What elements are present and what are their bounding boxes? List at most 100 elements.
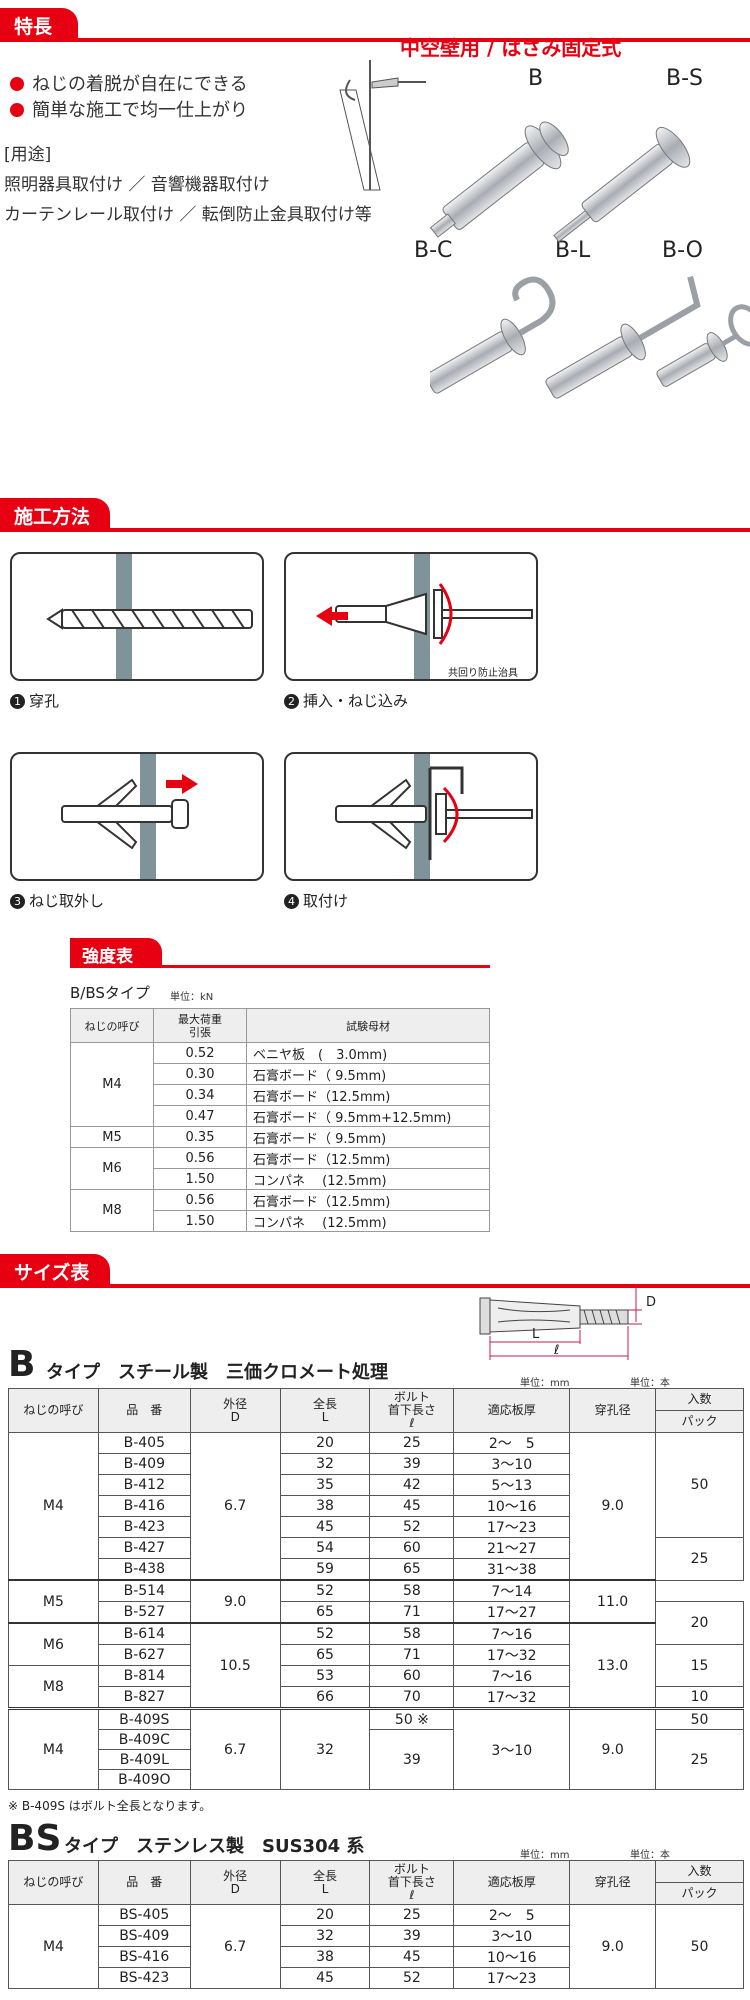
- b-col-hole: 穿孔径: [569, 1388, 657, 1433]
- method-header: 施工方法: [0, 498, 750, 532]
- part-number-cell: BS-416: [97, 1946, 191, 1968]
- part-number-cell: B-423: [97, 1516, 191, 1538]
- strength-material-cell: 石膏ボード（ 9.5mm): [246, 1063, 490, 1085]
- part-number-cell: BS-423: [97, 1967, 191, 1989]
- b-col-board: 適応板厚: [453, 1388, 571, 1433]
- board-cell: 2～ 5: [453, 1432, 571, 1454]
- length-cell: 45: [279, 1516, 371, 1538]
- product-title: 中空壁用 / はさみ固定式: [400, 36, 622, 60]
- strength-material-cell: 石膏ボード（12.5mm): [246, 1189, 490, 1211]
- wall-install-illustration: [339, 60, 426, 191]
- length-cell: 35: [279, 1474, 371, 1496]
- strength-load-cell: 0.56: [153, 1189, 247, 1211]
- length-cell: 32: [279, 1453, 371, 1475]
- dimension-diagram: D L ℓ: [479, 1284, 656, 1360]
- length-cell: 59: [279, 1558, 371, 1581]
- board-cell: 2～ 5: [453, 1904, 571, 1926]
- strength-material-cell: 石膏ボード（12.5mm): [246, 1147, 490, 1169]
- strength-load-cell: 0.34: [153, 1084, 247, 1106]
- product-label-bs: B-S: [666, 66, 703, 91]
- length-cell: 32: [279, 1925, 371, 1947]
- bs-col-part: 品 番: [97, 1860, 191, 1905]
- board-cell: 17～23: [453, 1516, 571, 1538]
- strength-screw-cell: M4: [70, 1042, 154, 1127]
- bs-col-pack: パック: [655, 1882, 744, 1905]
- board-cell: 10～16: [453, 1946, 571, 1968]
- screw-cell: M4: [8, 1432, 99, 1581]
- part-number-cell: B-409C: [97, 1729, 191, 1750]
- part-number-cell: B-409S: [97, 1707, 191, 1730]
- bolt-length-cell: 25: [369, 1432, 455, 1454]
- b-unit-pcs: 単位：本: [630, 1378, 670, 1389]
- board-cell: 7～16: [453, 1665, 571, 1687]
- b-col-pack: パック: [655, 1410, 744, 1433]
- board-cell: 5～13: [453, 1474, 571, 1496]
- board-cell: 17～27: [453, 1601, 571, 1624]
- usage-header: [用途]: [4, 145, 52, 165]
- features-label: 特長: [14, 16, 53, 38]
- bolt-length-cell: 39: [369, 1925, 455, 1947]
- hole-cell: 13.0: [569, 1622, 657, 1709]
- part-number-cell: B-514: [97, 1579, 191, 1602]
- size-header: サイズ表: [0, 1254, 750, 1288]
- qty-cell: 50: [655, 1904, 744, 1989]
- board-cell: 3～10: [453, 1707, 571, 1790]
- qty-cell: 25: [655, 1729, 744, 1790]
- part-number-cell: B-438: [97, 1558, 191, 1581]
- hole-cell: 9.0: [569, 1432, 657, 1581]
- bs-col-qty: 入数: [655, 1860, 744, 1883]
- strength-screw-cell: M5: [70, 1126, 154, 1148]
- size-label: サイズ表: [14, 1262, 90, 1284]
- length-cell: 65: [279, 1601, 371, 1624]
- bs-type-title: タイプ ステンレス製 SUS304 系: [64, 1836, 365, 1857]
- part-number-cell: B-814: [97, 1665, 191, 1687]
- strength-col-material: 試験母材: [246, 1008, 490, 1043]
- board-cell: 31～38: [453, 1558, 571, 1581]
- dim-label-d: D: [646, 1295, 656, 1310]
- od-cell: 9.0: [189, 1579, 281, 1624]
- tool-label: 共回り防止治具: [448, 668, 518, 679]
- length-cell: 66: [279, 1686, 371, 1709]
- screw-cell: M4: [8, 1707, 99, 1790]
- strength-unit: 単位：kN: [170, 992, 214, 1003]
- board-cell: 17～23: [453, 1967, 571, 1989]
- qty-cell: 25: [655, 1537, 744, 1581]
- part-number-cell: B-614: [97, 1622, 191, 1645]
- product-label-bo: B-O: [662, 238, 703, 263]
- part-number-cell: B-405: [97, 1432, 191, 1454]
- part-number-cell: BS-405: [97, 1904, 191, 1926]
- strength-header: 強度表: [70, 938, 490, 968]
- bolt-length-cell: 45: [369, 1946, 455, 1968]
- strength-material-cell: ベニヤ板 ( 3.0mm): [246, 1042, 490, 1064]
- strength-load-cell: 1.50: [153, 1210, 247, 1232]
- length-cell: 53: [279, 1665, 371, 1687]
- step-3-illustration: [10, 752, 264, 881]
- bolt-length-cell: 60: [369, 1665, 455, 1687]
- strength-load-cell: 0.35: [153, 1126, 247, 1148]
- part-number-cell: B-527: [97, 1601, 191, 1624]
- product-label-b: B: [528, 66, 544, 91]
- part-number-cell: B-627: [97, 1644, 191, 1666]
- product-label-bl: B-L: [555, 238, 591, 263]
- dim-label-l: L: [532, 1327, 540, 1342]
- dim-label-ell: ℓ: [553, 1343, 559, 1358]
